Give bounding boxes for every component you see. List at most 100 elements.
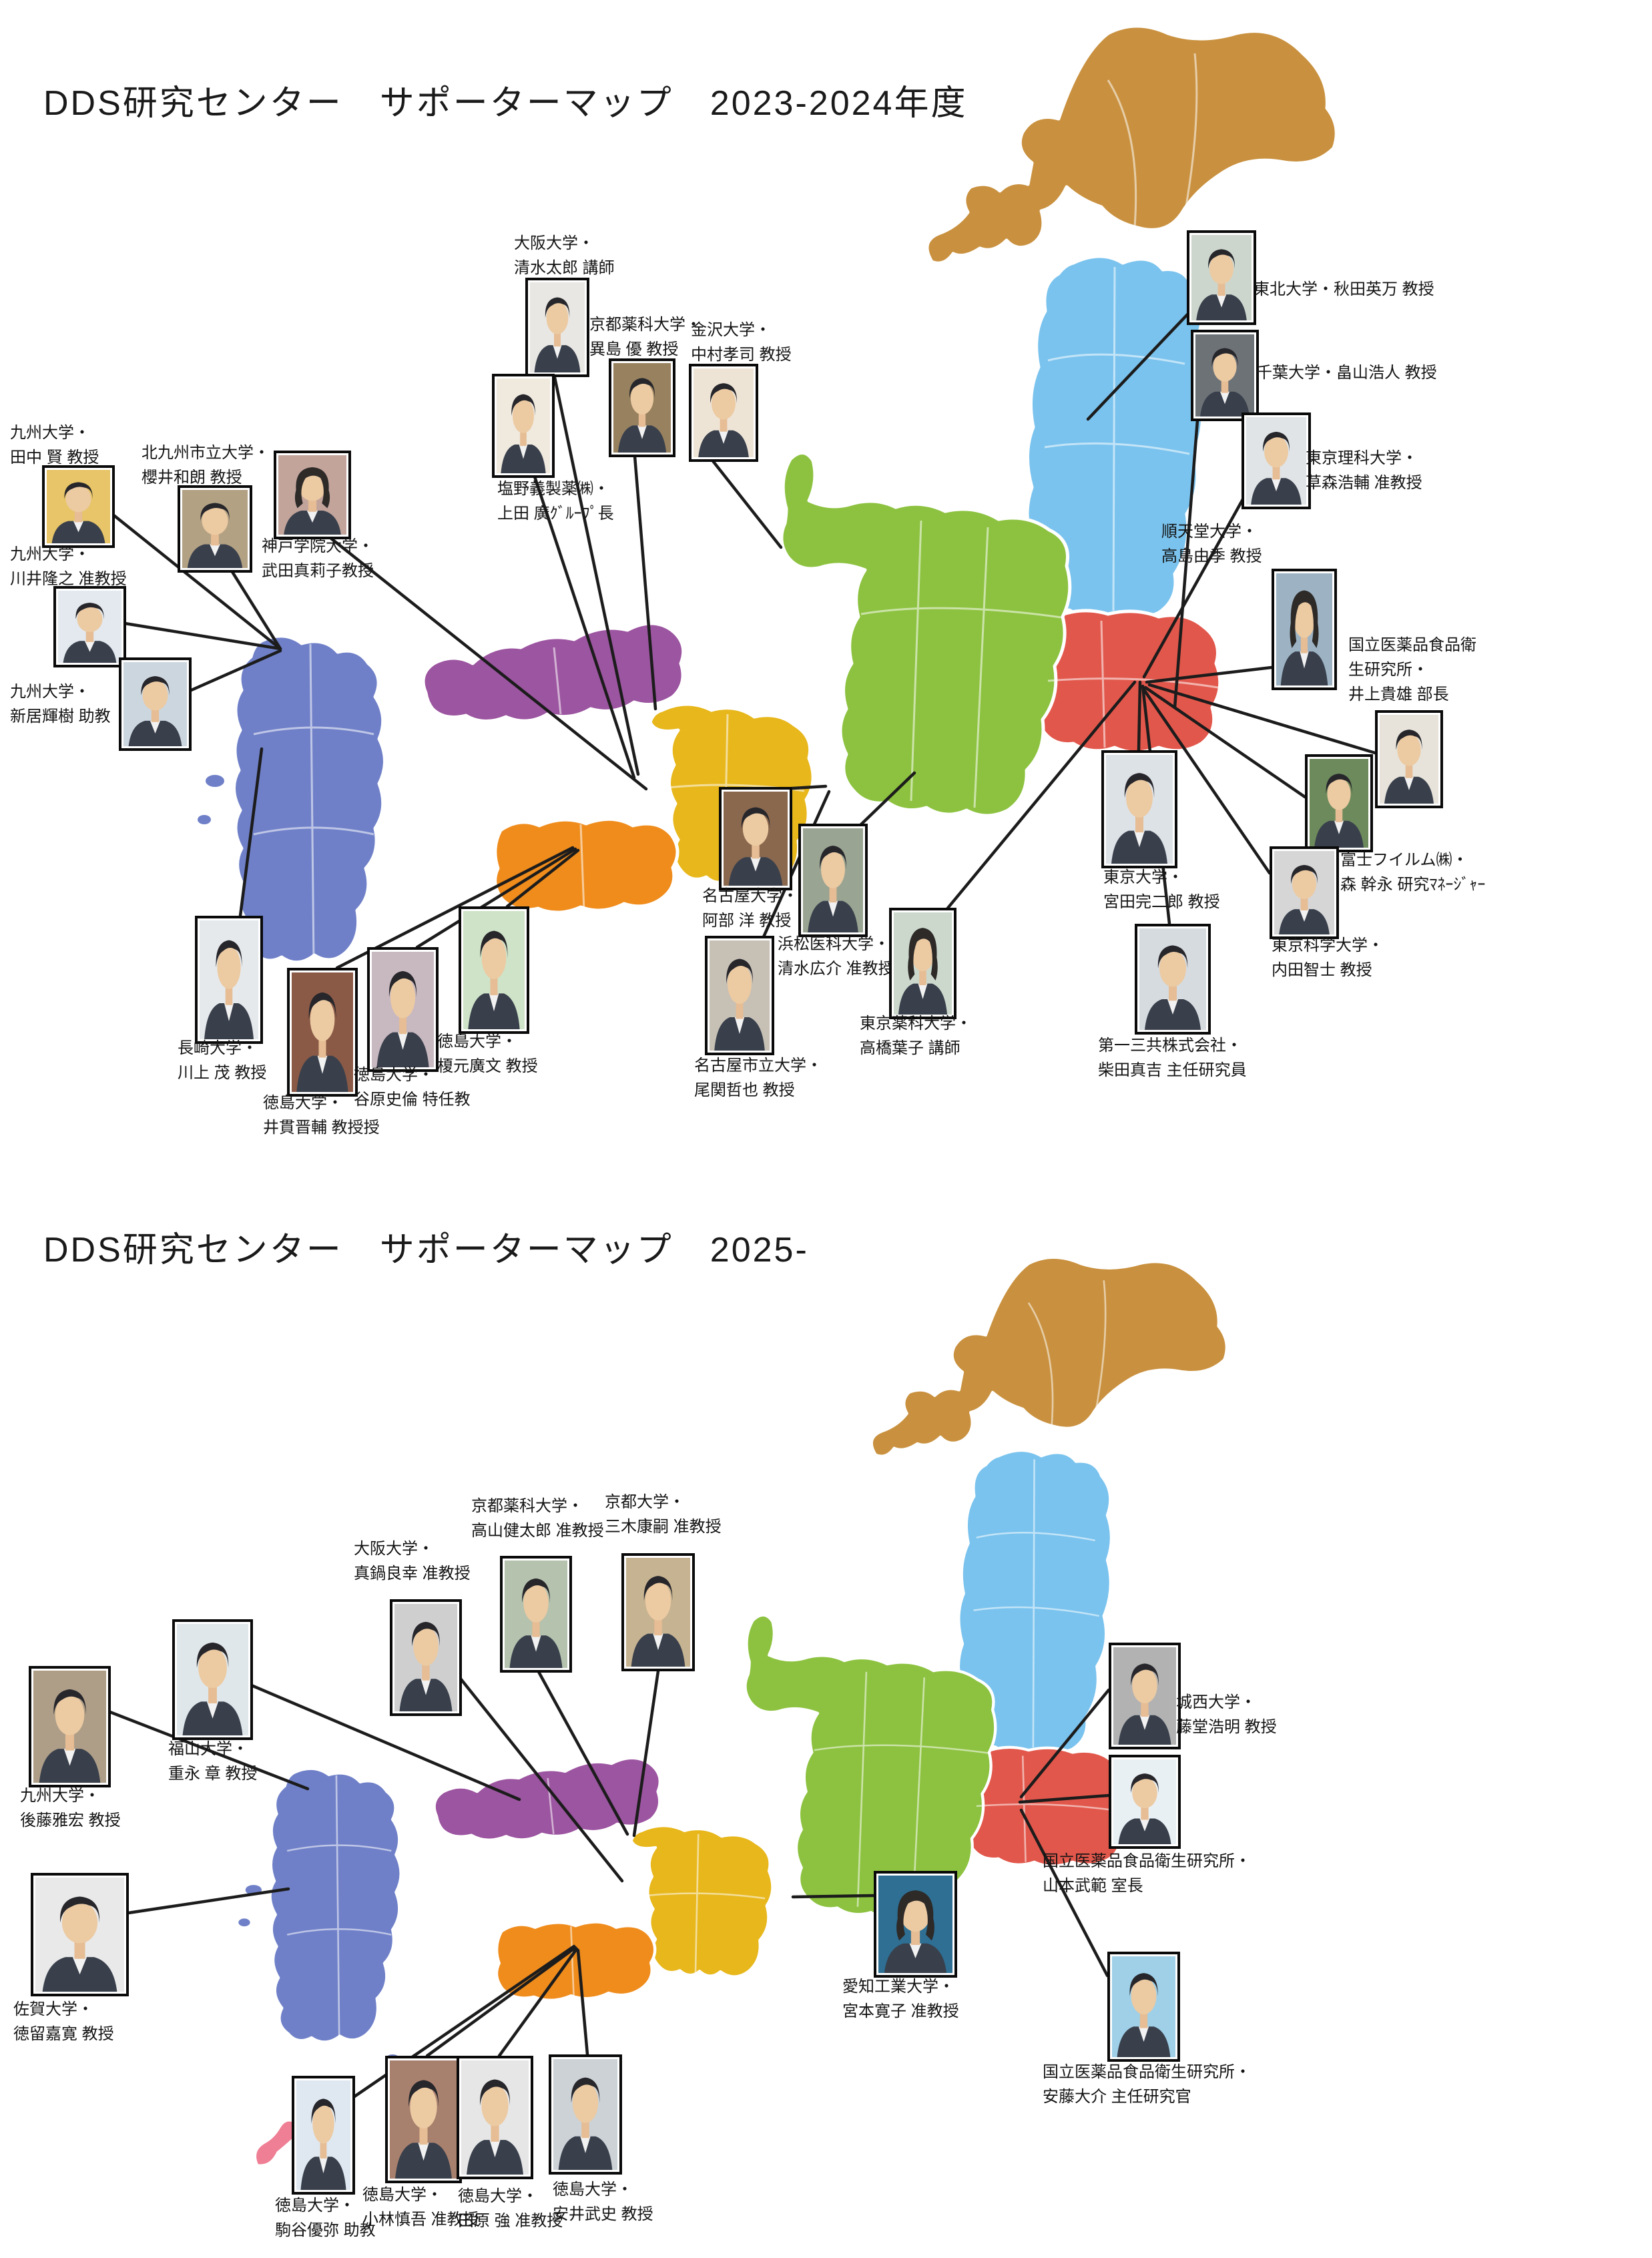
avatar-face xyxy=(202,506,228,535)
avatar-shirt xyxy=(519,444,528,459)
title-map-2023-2024: DDS研究センター サポーターマップ 2023-2024年度 xyxy=(43,84,968,123)
label-line: 城西大学・ xyxy=(1176,1693,1256,1711)
connector-todo xyxy=(1019,1688,1111,1799)
connector-mori xyxy=(1143,685,1307,799)
label-yasui: 徳島大学・安井武史 教授 xyxy=(553,2177,653,2227)
photo-shimizu-ko xyxy=(798,824,868,937)
connector-ijima xyxy=(632,446,657,711)
label-todo: 城西大学・藤堂浩明 教授 xyxy=(1176,1690,1277,1739)
avatar-shirt xyxy=(1299,909,1310,922)
avatar-shirt xyxy=(317,1055,328,1074)
label-ozeki: 名古屋市立大学・尾関哲也 教授 xyxy=(694,1053,822,1103)
avatar-hair-short xyxy=(196,1642,229,1668)
photo-nakamura xyxy=(689,364,758,462)
portrait-placeholder xyxy=(530,282,585,372)
portrait-placeholder xyxy=(1139,928,1206,1030)
avatar-hair-short xyxy=(511,394,535,416)
connector-yamamoto xyxy=(1018,1793,1111,1804)
avatar-shoulders xyxy=(1384,776,1434,804)
avatar-hair-short xyxy=(710,383,737,404)
label-line: 大阪大学・ xyxy=(514,234,594,252)
label-line: 佐賀大学・ xyxy=(13,2000,93,2018)
avatar-face xyxy=(523,1583,549,1623)
photo-hatakeyama xyxy=(1191,330,1259,421)
avatar-face xyxy=(1131,1978,1157,2014)
avatar-shoulders xyxy=(399,1679,453,1711)
avatar-shoulders xyxy=(884,1943,947,1973)
label-line: 後藤雅宏 教授 xyxy=(20,1811,121,1829)
label-kawakami: 長崎大学・川上 茂 教授 xyxy=(178,1036,266,1085)
photo-shibata xyxy=(1135,924,1211,1035)
label-line: 徳島大学・ xyxy=(275,2197,355,2215)
photo-miyata xyxy=(1101,750,1177,868)
avatar-shoulders xyxy=(51,521,105,543)
avatar-shoulders xyxy=(534,345,581,372)
portrait-placeholder xyxy=(803,828,863,932)
label-line: 徳島大学・ xyxy=(362,2186,443,2204)
portrait-placeholder xyxy=(47,470,110,543)
label-line: 第一三共株式会社・ xyxy=(1098,1037,1242,1055)
connector-enomoto xyxy=(505,848,580,908)
avatar-neck xyxy=(211,533,219,546)
avatar-hair-short xyxy=(388,970,417,998)
portrait-placeholder xyxy=(710,940,770,1051)
label-line: 徳留嘉寛 教授 xyxy=(13,2025,114,2043)
avatar-face xyxy=(546,301,569,334)
avatar-face xyxy=(1132,1667,1157,1704)
label-line: 田中 賢 教授 xyxy=(10,449,99,467)
connector-nakamura xyxy=(704,451,783,549)
label-line: 金沢大学・ xyxy=(691,321,771,339)
avatar-face xyxy=(712,387,736,420)
photo-takeda xyxy=(274,451,351,539)
avatar-hair-short xyxy=(1396,730,1422,750)
label-line: 浜松医科大学・ xyxy=(778,935,890,953)
label-line: 東北大学・秋田英万 教授 xyxy=(1254,280,1434,298)
avatar-hair-short xyxy=(1263,431,1290,452)
connector-ozeki xyxy=(760,790,831,942)
avatar-shirt xyxy=(224,1003,234,1022)
avatar-hair-long xyxy=(1290,590,1319,648)
portrait-placeholder xyxy=(1112,1956,1175,2057)
avatar-shoulders xyxy=(1251,478,1302,505)
label-takashima: 順天堂大学・高島由季 教授 xyxy=(1161,519,1262,569)
avatar-hair-short xyxy=(141,676,170,695)
portrait-placeholder xyxy=(182,490,248,568)
label-line: 富士フイルム㈱・ xyxy=(1340,851,1468,869)
photo-kusamori xyxy=(1242,412,1311,509)
avatar-shoulders xyxy=(1280,651,1328,685)
avatar-shirt xyxy=(73,521,84,533)
connector-takashima xyxy=(1145,665,1274,684)
avatar-hair-short xyxy=(1208,249,1235,269)
avatar-shoulders xyxy=(1196,294,1247,320)
avatar-shirt xyxy=(1139,1818,1150,1831)
avatar-neck xyxy=(74,511,83,523)
portrait-placeholder xyxy=(33,1671,106,1783)
connector-manabe xyxy=(451,1667,624,1883)
label-abe: 名古屋大学・阿部 洋 教授 xyxy=(702,884,798,933)
avatar-shoulders xyxy=(501,444,546,473)
portrait-placeholder xyxy=(292,972,353,1092)
label-line: 徳島大学・ xyxy=(458,2187,538,2205)
avatar-face xyxy=(410,2085,437,2129)
label-inoue: 国立医薬品食品衛生研究所・井上貴雄 部長 xyxy=(1348,633,1476,707)
avatar-face xyxy=(413,1627,439,1666)
photo-miki xyxy=(621,1553,695,1671)
label-line: 安井武史 教授 xyxy=(553,2205,653,2223)
connector-ando xyxy=(1019,1808,1109,1978)
avatar-neck xyxy=(1141,1701,1149,1717)
portrait-placeholder xyxy=(200,920,258,1039)
photo-tanihara xyxy=(367,947,439,1072)
photo-tahara xyxy=(457,2056,533,2179)
avatar-neck xyxy=(1272,466,1280,480)
avatar-shirt xyxy=(909,1943,922,1958)
connector-ueda xyxy=(530,467,636,780)
avatar-neck xyxy=(419,2127,428,2145)
avatar-neck xyxy=(638,413,646,427)
portrait-placeholder xyxy=(58,591,121,663)
portrait-placeholder xyxy=(1310,759,1368,848)
label-takahashi: 東京薬科大学・高橋葉子 講師 xyxy=(860,1011,972,1061)
label-line: 徳島大学・ xyxy=(354,1066,434,1084)
connector-hatakeyama xyxy=(1173,410,1200,710)
label-shimizu-ko: 浜松医科大学・清水広介 准教授 xyxy=(778,932,894,981)
avatar-hair-short xyxy=(200,503,230,521)
